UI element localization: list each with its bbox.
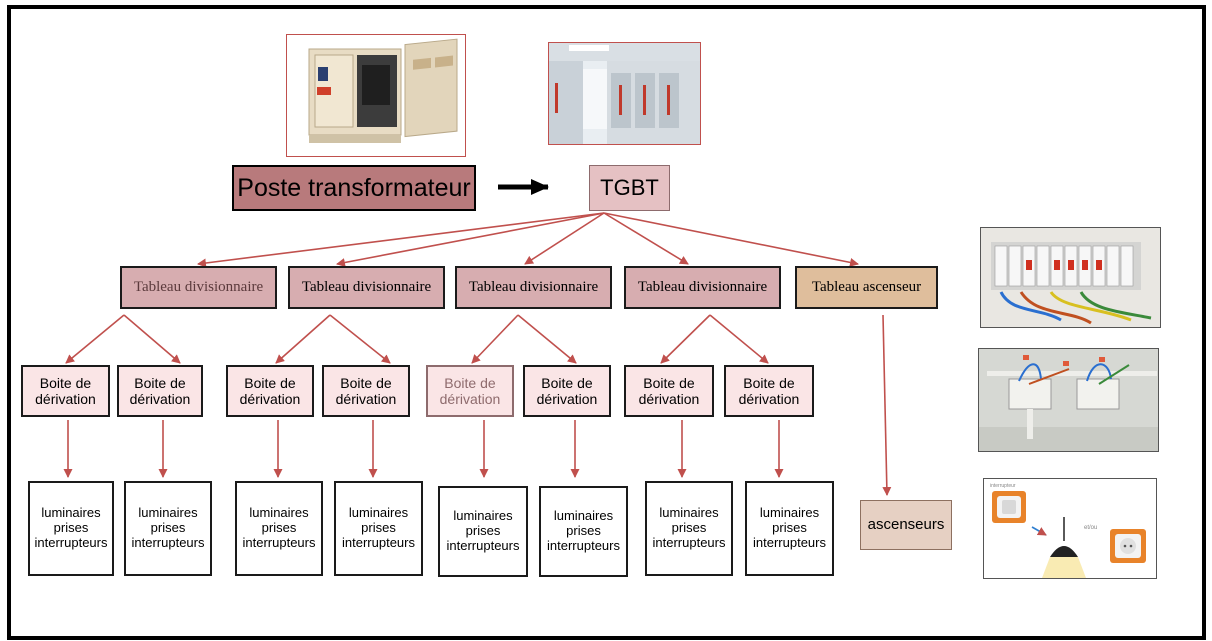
tableau-label: Tableau ascenseur (811, 278, 922, 295)
illustration-or-label: et/ou (1084, 525, 1097, 531)
tgbt-to-tableau-3 (524, 212, 605, 265)
poste-transformateur: Poste transformateur (232, 165, 476, 211)
illustration-top-label: interrupteur (990, 483, 1016, 489)
transformer-station-photo (286, 34, 466, 157)
tableau-divisionnaire-3: Tableau divisionnaire (455, 266, 612, 309)
tableau-ascenseur: Tableau ascenseur (795, 266, 938, 309)
tableau-3-to-boite-5 (471, 314, 519, 364)
tgbt-to-tableau-1 (197, 212, 605, 268)
ascenseurs: ascenseurs (860, 500, 952, 550)
tableau-label: Tableau divisionnaire (133, 278, 264, 295)
tgbt-to-tableau-2 (336, 212, 605, 267)
tgbt: TGBT (589, 165, 670, 211)
tableau-label: Tableau divisionnaire (301, 278, 432, 295)
tableau-1-to-boite-2 (123, 314, 181, 364)
ascenseurs-label: ascenseurs (867, 516, 945, 534)
tableau-asc-to-ascenseurs (882, 314, 892, 496)
tableau-label: Tableau divisionnaire (468, 278, 599, 295)
tableau-2-to-boite-3 (275, 314, 331, 364)
tgbt-label: TGBT (600, 175, 659, 201)
tableau-2-to-boite-4 (329, 314, 391, 364)
tableau-divisionnaire-1: Tableau divisionnaire (120, 266, 277, 309)
junction-box-photo (978, 348, 1159, 452)
tableau-divisionnaire-4: Tableau divisionnaire (624, 266, 781, 309)
switch-lamp-socket-illustration: interrupteur et/ou (983, 478, 1157, 579)
distribution-board-photo (980, 227, 1161, 328)
tableau-3-to-boite-6 (517, 314, 577, 364)
poste-transformateur-label: Poste transformateur (237, 173, 471, 202)
tgbt-to-tableau-5 (603, 212, 859, 267)
tableau-1-to-boite-1 (65, 314, 125, 364)
tgbt-to-tableau-4 (603, 212, 689, 265)
tableau-4-to-boite-7 (660, 314, 711, 364)
tgbt-panel-photo (548, 42, 701, 145)
tableau-divisionnaire-2: Tableau divisionnaire (288, 266, 445, 309)
tableau-4-to-boite-8 (709, 314, 769, 364)
tableau-label: Tableau divisionnaire (637, 278, 768, 295)
